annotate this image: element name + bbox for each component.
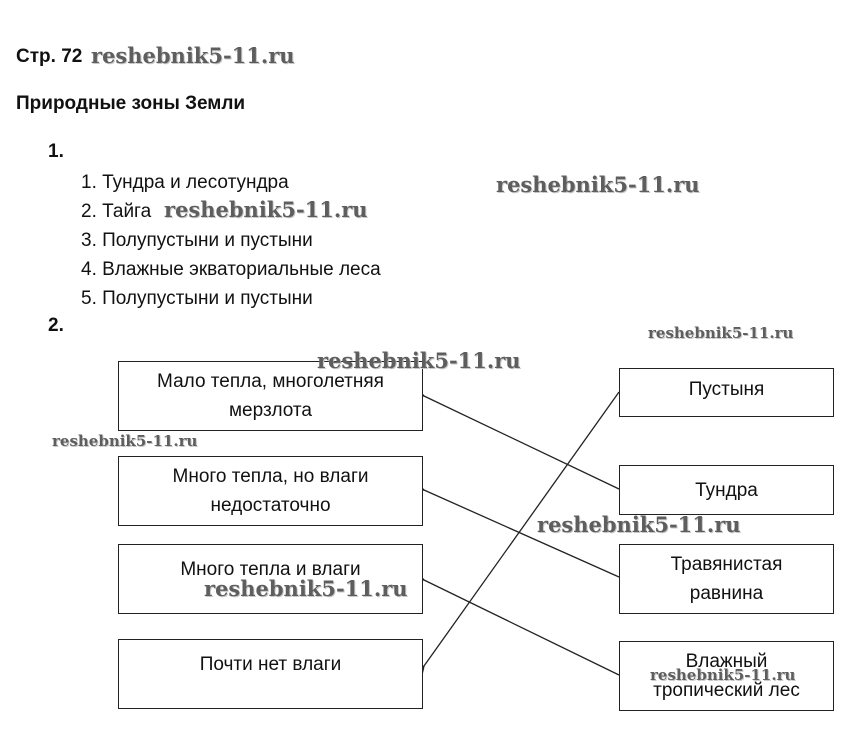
- task-1-number: 1.: [48, 141, 64, 162]
- arrow-tundra-to-little-heat: [424, 396, 620, 490]
- left-box-little-heat: Мало тепла, многолетняя мерзлота: [118, 361, 423, 431]
- list-item: 5. Полупустыни и пустыни: [81, 288, 313, 309]
- page-label: Стр. 72: [16, 46, 83, 67]
- list-item: 1. Тундра и лесотундра: [81, 172, 289, 193]
- box-line: тропический лес: [653, 680, 800, 701]
- watermark: reshebnik5-11.ru: [317, 348, 521, 373]
- box-line: Почти нет влаги: [199, 654, 342, 675]
- box-line: Много тепла и влаги: [180, 559, 361, 580]
- arrow-rainforest-to-heat-moisture: [424, 580, 620, 676]
- left-box-heat-no-moisture: Много тепла, но влаги недостаточно: [118, 456, 423, 526]
- watermark: reshebnik5-11.ru: [91, 43, 295, 68]
- right-box-tundra: Тундра: [619, 465, 834, 515]
- watermark: reshebnik5-11.ru: [537, 512, 741, 537]
- watermark: reshebnik5-11.ru: [648, 324, 794, 342]
- section-title: Природные зоны Земли: [16, 93, 246, 114]
- watermark: reshebnik5-11.ru: [52, 432, 198, 450]
- box-line: равнина: [689, 583, 764, 604]
- watermark: reshebnik5-11.ru: [204, 576, 408, 601]
- task-2-number: 2.: [48, 315, 64, 336]
- right-box-rainforest: Влажный тропический лес: [619, 641, 834, 711]
- watermark: reshebnik5-11.ru: [496, 172, 700, 197]
- box-line: Пустыня: [688, 379, 765, 400]
- left-box-heat-and-moisture: Много тепла и влаги: [118, 544, 423, 614]
- list-item: 4. Влажные экваториальные леса: [81, 259, 381, 280]
- box-line: Тундра: [695, 479, 758, 501]
- arrow-grassland-to-dry-heat: [424, 490, 620, 578]
- box-line: недостаточно: [210, 495, 331, 516]
- list-item: 3. Полупустыни и пустыни: [81, 230, 313, 251]
- right-box-desert: Пустыня: [619, 368, 834, 417]
- box-line: Много тепла, но влаги: [172, 466, 369, 487]
- box-line: мерзлота: [228, 400, 312, 421]
- arrow-desert-to-no-moisture: [424, 391, 620, 666]
- watermark: reshebnik5-11.ru: [650, 666, 796, 684]
- watermark: reshebnik5-11.ru: [164, 197, 368, 222]
- box-line: Влажный: [685, 651, 768, 672]
- list-item: 2. Тайга: [81, 201, 152, 222]
- left-box-no-moisture: Почти нет влаги: [118, 639, 423, 709]
- task-1-answer-list: 1. Тундра и лесотундра 2. Тайга 3. Полуп…: [81, 168, 381, 313]
- box-line: Травянистая: [670, 554, 783, 575]
- box-line: Мало тепла, многолетняя: [157, 371, 384, 392]
- right-box-grassland: Травянистая равнина: [619, 544, 834, 614]
